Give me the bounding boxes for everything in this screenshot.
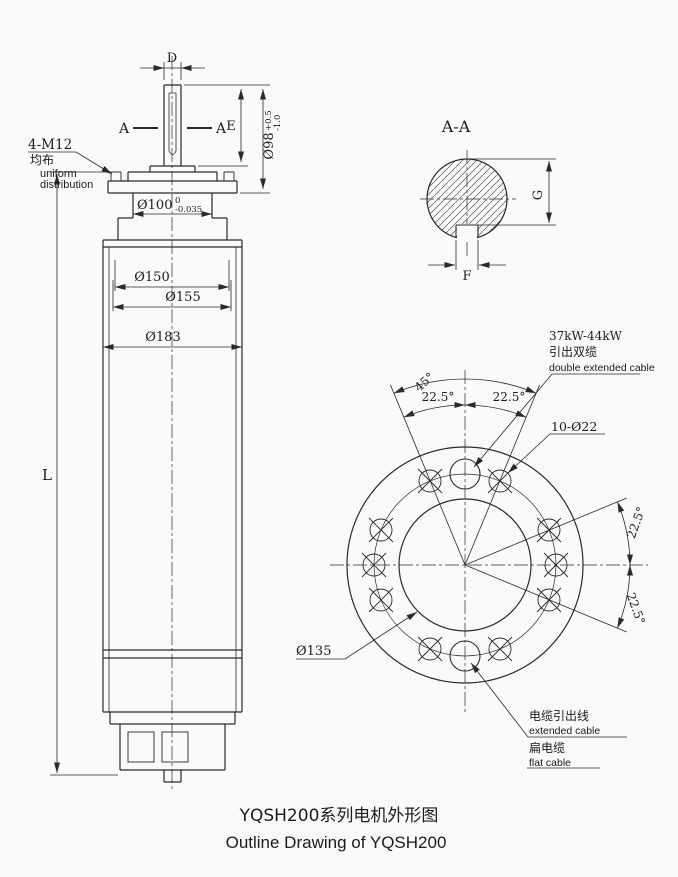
shaft-section-hatch	[427, 159, 507, 239]
section-view-aa: A-A G F	[420, 117, 556, 284]
double-cable-power: 37kW-44kW	[549, 329, 623, 343]
dim-150-label: Ø150	[134, 270, 169, 285]
flat-cable-cn: 扁电缆	[529, 741, 565, 755]
angle-22-top-left-label: 22.5°	[422, 390, 455, 404]
angle-22-top-right-label: 22.5°	[493, 390, 526, 404]
dim-d-label: D	[167, 51, 177, 66]
svg-text:-1.0: -1.0	[273, 115, 283, 131]
dim-f-label: F	[462, 269, 471, 284]
flange-angle-dimensions	[390, 378, 633, 633]
drawing-title: YQSH200系列电机外形图 Outline Drawing of YQSH20…	[226, 806, 447, 852]
dim-e-label: E	[226, 119, 236, 134]
dim-135-label: Ø135	[296, 644, 331, 659]
flange-end-view: 45° 22.5° 22.5° 22.5° 22.5° 10-Ø22 37kW-…	[296, 329, 655, 769]
cable-holes	[449, 458, 481, 672]
angle-22-right-lower-label: 22.5°	[624, 591, 648, 627]
dim-shaft-98: Ø98 +0.5 -1.0	[262, 110, 283, 159]
svg-text:0: 0	[175, 196, 180, 206]
flat-cable-en: flat cable	[529, 757, 571, 769]
dim-spigot-100: Ø100 0 -0.035	[137, 196, 202, 215]
section-title: A-A	[441, 117, 471, 136]
bolt-holes	[361, 468, 569, 662]
dim-g: G	[531, 190, 546, 200]
section-cut-label-right: A	[215, 121, 227, 137]
bolt-spec-label: 4-M12	[28, 137, 72, 153]
extended-cable-cn: 电缆引出线	[529, 709, 589, 723]
motor-side-view: D A A 4-M12 均布 uniform distribution E Ø9…	[28, 51, 283, 792]
flange-centerlines	[330, 370, 648, 712]
bolt-spec-cn: 均布	[30, 153, 54, 167]
svg-text:-0.035: -0.035	[175, 205, 202, 215]
angle-22-right-upper-label: 22.5°	[624, 505, 648, 541]
svg-text:G: G	[531, 190, 546, 200]
keyway-outline	[455, 224, 479, 238]
bolt-spec-en2: distribution	[40, 179, 93, 191]
side-view-dimensions	[28, 62, 270, 776]
extended-cable-en: extended cable	[529, 725, 600, 737]
dim-155-label: Ø155	[165, 290, 200, 305]
double-cable-en: double extended cable	[549, 362, 655, 374]
section-cut-label-left: A	[118, 121, 130, 137]
section-dimensions	[428, 158, 556, 270]
holes-callout-label: 10-Ø22	[551, 419, 597, 434]
dim-183-label: Ø183	[145, 330, 180, 345]
svg-text:Ø98: Ø98	[262, 132, 277, 159]
svg-text:+0.5: +0.5	[264, 110, 274, 131]
svg-text:Ø100: Ø100	[137, 198, 172, 213]
title-en: Outline Drawing of YQSH200	[226, 833, 447, 852]
double-cable-cn: 引出双缆	[549, 345, 597, 359]
bolt-spec-en1: uniform	[40, 168, 77, 180]
title-cn: YQSH200系列电机外形图	[239, 806, 439, 826]
motor-outline	[102, 84, 243, 783]
flange-leaders	[296, 373, 640, 769]
dim-l-label: L	[42, 466, 52, 484]
